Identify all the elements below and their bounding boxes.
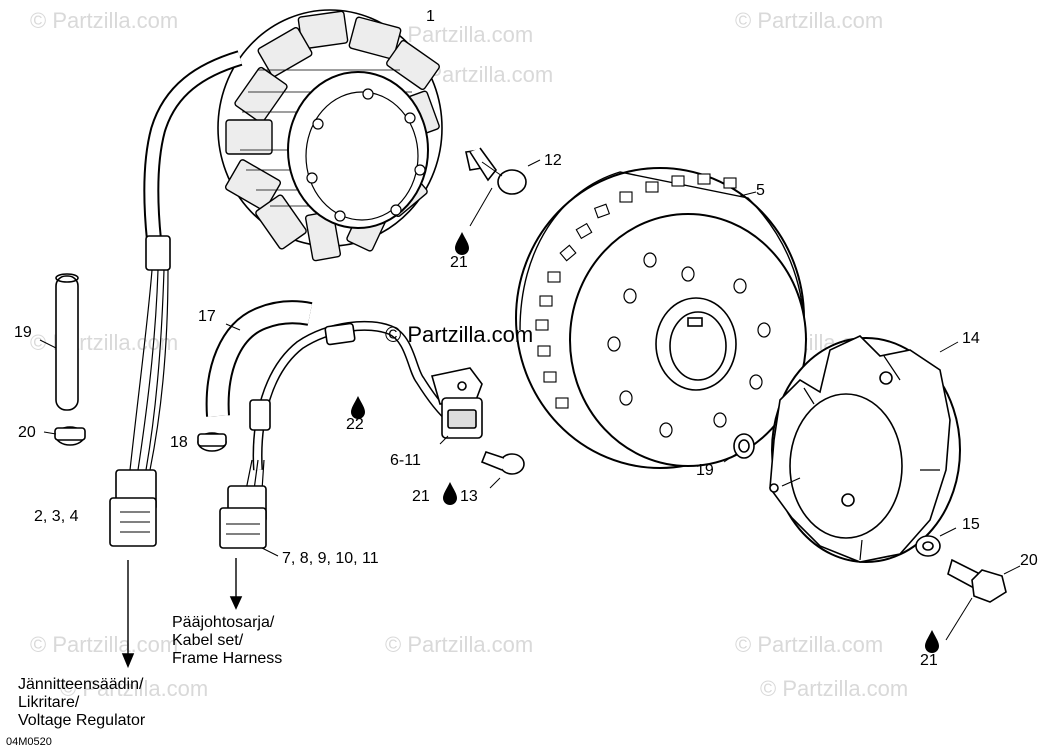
callout-1: 1: [426, 8, 435, 25]
flywheel-part: [515, 167, 807, 469]
callout-19: 19: [696, 462, 714, 479]
washer-part: [723, 433, 755, 463]
note-line: Frame Harness: [172, 650, 283, 667]
watermark: © Partzilla.com: [385, 632, 534, 657]
note-line: Likritare/: [18, 694, 80, 711]
clamp-part: [43, 426, 86, 446]
callout-7-11: 7, 8, 9, 10, 11: [282, 550, 379, 567]
harness-connector: [219, 485, 279, 610]
copyright-watermark: © Partzilla.com: [385, 322, 533, 348]
callout-20: 20: [1020, 552, 1038, 569]
bolt-part: [945, 558, 1021, 641]
regulator-connector: [109, 469, 157, 669]
hose-part: [205, 300, 313, 417]
note-line: Kabel set/: [172, 632, 244, 649]
washer-part: [915, 527, 957, 557]
callout-13: 13: [460, 488, 478, 505]
callout-21: 21: [412, 488, 430, 505]
callout-2-3-4: 2, 3, 4: [34, 508, 79, 525]
callout-14: 14: [962, 330, 980, 347]
pickup-sensor: [430, 367, 483, 445]
callout-21: 21: [920, 652, 938, 669]
clamp-part: [197, 432, 227, 452]
screw-part: [480, 451, 525, 489]
callout-21: 21: [450, 254, 468, 271]
watermark: © Partzilla.com: [30, 632, 179, 657]
callout-12: 12: [544, 152, 562, 169]
callout-19: 19: [14, 324, 32, 341]
callout-15: 15: [962, 516, 980, 533]
stator-wire: [129, 50, 243, 471]
note-line: Jännitteensäädin/: [18, 676, 144, 693]
callout-22: 22: [346, 416, 364, 433]
watermark: © Partzilla.com: [385, 22, 534, 47]
note-line: Voltage Regulator: [18, 712, 146, 729]
cover-plate-part: [769, 335, 961, 563]
sleeve-part: [39, 273, 79, 411]
watermark: © Partzilla.com: [60, 676, 209, 701]
bolt-part: [465, 147, 541, 227]
diagram-code: 04M0520: [6, 736, 52, 748]
note-line: Pääjohtosarja/: [172, 614, 275, 631]
callout-17: 17: [198, 308, 216, 325]
copyright-text: © Partzilla.com: [385, 322, 534, 347]
sealant-drop-icon: [351, 232, 939, 653]
watermark: © Partzilla.com: [760, 676, 909, 701]
regulator-note: Jännitteensäädin/ Likritare/ Voltage Reg…: [18, 676, 145, 730]
harness-note: Pääjohtosarja/ Kabel set/ Frame Harness: [172, 614, 282, 668]
callout-5: 5: [756, 182, 765, 199]
watermark: © Partzilla.com: [30, 8, 179, 33]
watermark: © Partzilla.com: [735, 632, 884, 657]
callout-6-11: 6-11: [390, 452, 421, 469]
callout-18: 18: [170, 434, 188, 451]
callout-20: 20: [18, 424, 36, 441]
stator-part: [217, 9, 443, 262]
watermark: © Partzilla.com: [735, 8, 884, 33]
pickup-wire: [245, 320, 456, 491]
